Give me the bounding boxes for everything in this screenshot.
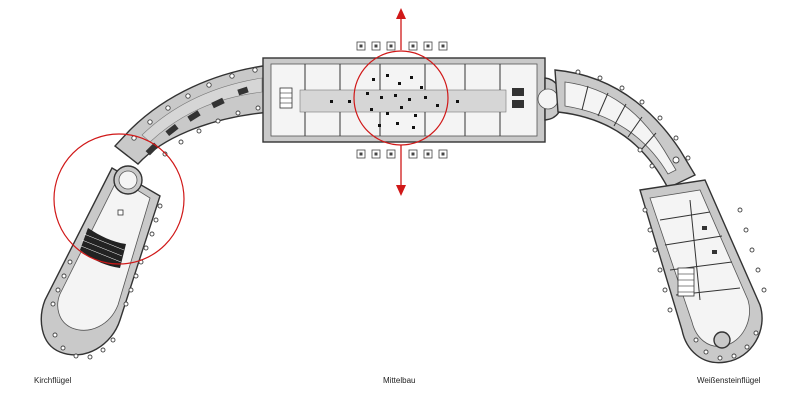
highlight-circle-left — [53, 133, 185, 265]
mittelbau-block — [262, 57, 563, 143]
column-row-top — [356, 41, 448, 51]
weissensteinfluegel-wing — [639, 179, 767, 364]
arrow-up-icon — [396, 8, 406, 50]
column-row-bottom — [356, 149, 448, 159]
label-kirchfluegel: Kirchflügel — [34, 376, 72, 385]
kirchfluegel-wing — [40, 165, 163, 360]
arrow-down-icon — [396, 145, 406, 196]
left-arc-wing — [113, 64, 271, 165]
label-weissensteinfluegel: Weißensteinflügel — [697, 376, 761, 385]
label-mittelbau: Mittelbau — [383, 376, 416, 385]
right-arc-wing — [554, 69, 696, 189]
